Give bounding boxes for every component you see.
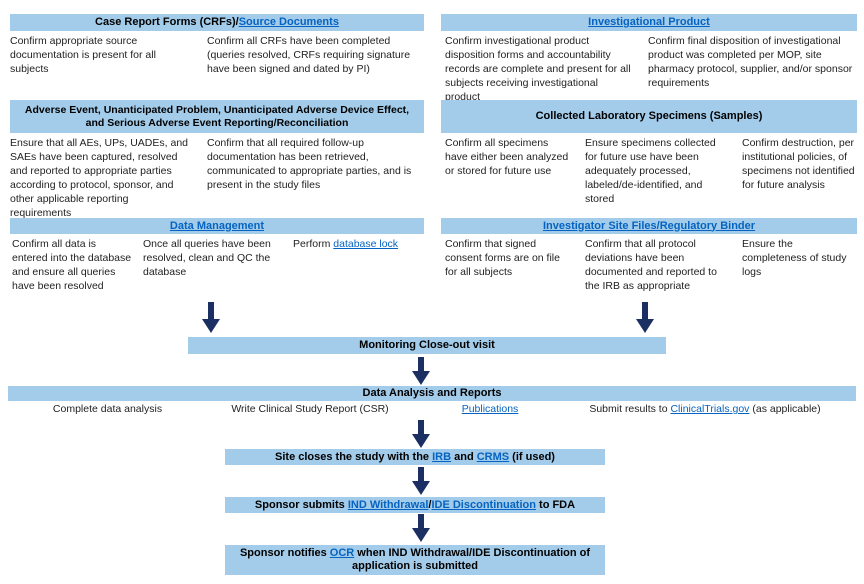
sponsor-submits-bar: Sponsor submits IND Withdrawal/IDE Disco…: [225, 497, 605, 513]
submit-results-suffix: (as applicable): [749, 403, 821, 415]
panel-ae-col2: Confirm that all required follow-up docu…: [207, 137, 412, 191]
panel-dm-col3-text: Perform: [293, 238, 334, 250]
sponsor-notifies-prefix: Sponsor notifies: [239, 547, 330, 559]
ocr-link[interactable]: OCR: [329, 547, 355, 559]
panel-specimens-col3: Confirm destruction, per institutional p…: [742, 137, 855, 191]
data-analysis-item-2: Write Clinical Study Report (CSR): [231, 403, 389, 415]
site-closes-bar: Site closes the study with the IRB and C…: [225, 449, 605, 465]
panel-ae-body: Ensure that all AEs, UPs, UADEs, and SAE…: [10, 136, 424, 220]
panel-dm-col2: Once all queries have been resolved, cle…: [143, 238, 271, 278]
panel-isf-col3: Ensure the completeness of study logs: [742, 238, 847, 278]
sponsor-notifies-text: Sponsor notifies OCR when IND Withdrawal…: [239, 547, 591, 573]
monitoring-closeout-label: Monitoring Close-out visit: [359, 339, 495, 351]
panel-crf-body: Confirm appropriate source documentation…: [10, 34, 424, 76]
panel-isf-col1: Confirm that signed consent forms are on…: [445, 238, 560, 278]
data-analysis-item-1: Complete data analysis: [52, 403, 163, 415]
sponsor-notifies-suffix: when IND Withdrawal/IDE Discontinuation …: [352, 547, 591, 572]
panel-ae-title: Adverse Event, Unanticipated Problem, Un…: [24, 103, 410, 129]
panel-crf-col1: Confirm appropriate source documentation…: [10, 35, 156, 75]
panel-dm-body: Confirm all data is entered into the dat…: [12, 237, 424, 293]
ind-withdrawal-link[interactable]: IND Withdrawal: [347, 498, 429, 511]
data-analysis-item-4: Submit results to ClinicalTrials.gov (as…: [560, 402, 850, 416]
submit-results-text: Submit results to: [589, 403, 671, 415]
panel-ae-header: Adverse Event, Unanticipated Problem, Un…: [10, 100, 424, 133]
panel-isf-header: Investigator Site Files/Regulatory Binde…: [441, 218, 857, 234]
panel-specimens-header: Collected Laboratory Specimens (Samples): [441, 100, 857, 133]
panel-dm-header: Data Management: [10, 218, 424, 234]
panel-specimens-col1: Confirm all specimens have either been a…: [445, 137, 569, 177]
data-analysis-item-3: Publications: [430, 402, 550, 416]
site-closes-suffix: (if used): [509, 450, 555, 463]
panel-crf-col2: Confirm all CRFs have been completed (qu…: [207, 35, 411, 75]
down-arrow-icon: [411, 467, 431, 500]
down-arrow-icon: [201, 302, 221, 338]
panel-crf-header: Case Report Forms (CRFs)/Source Document…: [10, 14, 424, 31]
crms-link[interactable]: CRMS: [476, 450, 510, 463]
panel-crf-title: Case Report Forms (CRFs)/: [95, 16, 239, 28]
data-management-link[interactable]: Data Management: [169, 219, 265, 232]
panel-ae-col1: Ensure that all AEs, UPs, UADEs, and SAE…: [10, 137, 188, 219]
sponsor-submits-mid: /: [428, 498, 432, 511]
down-arrow-icon: [411, 514, 431, 547]
panel-ip-col1: Confirm investigational product disposit…: [445, 35, 631, 103]
site-closes-prefix: Site closes the study with the: [275, 450, 433, 463]
investigational-product-link[interactable]: Investigational Product: [588, 16, 710, 28]
panel-dm-col1: Confirm all data is entered into the dat…: [12, 238, 132, 292]
panel-ip-body: Confirm investigational product disposit…: [445, 34, 857, 104]
irb-link[interactable]: IRB: [432, 450, 452, 463]
database-lock-link[interactable]: database lock: [333, 238, 399, 250]
down-arrow-icon: [411, 357, 431, 390]
source-documents-link[interactable]: Source Documents: [238, 16, 339, 28]
sponsor-notifies-bar: Sponsor notifies OCR when IND Withdrawal…: [225, 545, 605, 575]
panel-ip-header: Investigational Product: [441, 14, 857, 31]
monitoring-closeout-bar: Monitoring Close-out visit: [188, 337, 666, 354]
sponsor-submits-text: Sponsor submits IND Withdrawal/IDE Disco…: [255, 499, 575, 512]
panel-dm-col3: Perform database lock: [293, 237, 424, 293]
panel-specimens-col2: Ensure specimens collected for future us…: [585, 137, 716, 205]
down-arrow-icon: [635, 302, 655, 338]
site-closes-mid: and: [451, 450, 477, 463]
down-arrow-icon: [411, 420, 431, 453]
panel-specimens-title: Collected Laboratory Specimens (Samples): [535, 110, 763, 122]
panel-specimens-body: Confirm all specimens have either been a…: [445, 136, 857, 206]
investigator-site-files-link[interactable]: Investigator Site Files/Regulatory Binde…: [542, 219, 756, 232]
data-analysis-header: Data Analysis and Reports: [8, 386, 856, 401]
clinicaltrials-gov-link[interactable]: ClinicalTrials.gov: [670, 403, 750, 415]
sponsor-submits-suffix: to FDA: [535, 498, 576, 511]
data-analysis-title: Data Analysis and Reports: [362, 387, 502, 399]
panel-isf-col2: Confirm that all protocol deviations hav…: [585, 238, 717, 292]
panel-isf-body: Confirm that signed consent forms are on…: [445, 237, 857, 293]
ide-discontinuation-link[interactable]: IDE Discontinuation: [431, 498, 536, 511]
publications-link[interactable]: Publications: [461, 403, 519, 415]
panel-ip-col2: Confirm final disposition of investigati…: [648, 35, 853, 89]
sponsor-submits-prefix: Sponsor submits: [254, 498, 348, 511]
site-closes-text: Site closes the study with the IRB and C…: [275, 451, 555, 464]
